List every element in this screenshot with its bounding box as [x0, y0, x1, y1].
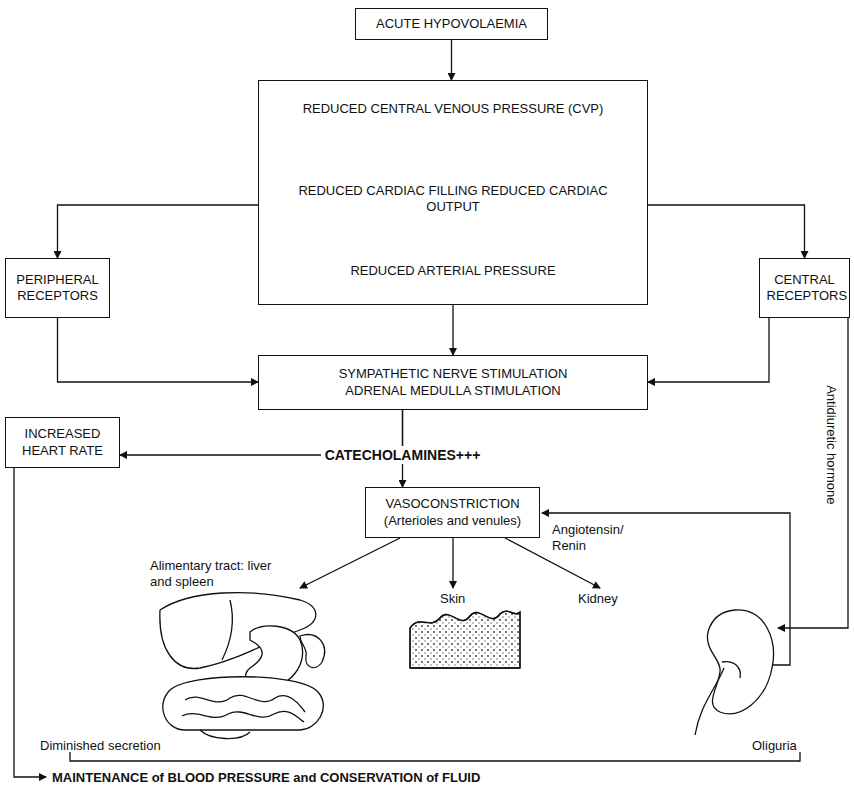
organ-label: Kidney [578, 591, 618, 607]
connector-arrow [452, 305, 453, 355]
node-heading: CENTRAL RECEPTORS [767, 272, 843, 305]
node-heading: ACUTE HYPOVOLAEMIA [376, 16, 527, 32]
receptor-box: PERIPHERAL RECEPTORS [5, 258, 110, 318]
connector-arrow [58, 205, 259, 258]
node-heading: VASOCONSTRICTION [385, 496, 519, 512]
node-text: (Arterioles and venules) [384, 513, 521, 529]
process-box: REDUCED CENTRAL VENOUS PRESSURE (CVP) RED… [258, 80, 648, 305]
receptor-box: CENTRAL RECEPTORS [759, 258, 850, 318]
start-box: ACUTE HYPOVOLAEMIA [355, 8, 548, 40]
node-heading: SYMPATHETIC NERVE STIMULATION ADRENAL ME… [323, 366, 583, 399]
effect-box: INCREASED HEART RATE [5, 417, 120, 468]
connector-arrow [451, 40, 452, 80]
effect-label: Diminished secretion [40, 738, 161, 754]
organ-label: Skin [440, 591, 465, 607]
hormone-label: Angiotensin/ Renin [552, 522, 634, 553]
edge-label: CATECHOLAMINES+++ [321, 446, 485, 465]
conclusion-label: MAINTENANCE of BLOOD PRESSURE and CONSER… [52, 770, 480, 786]
organ-label: Alimentary tract: liver and spleen [150, 558, 275, 589]
process-box: SYMPATHETIC NERVE STIMULATION ADRENAL ME… [258, 355, 648, 410]
process-box: VASOCONSTRICTION(Arterioles and venules) [365, 487, 540, 538]
node-heading: INCREASED HEART RATE [13, 426, 113, 459]
node-text: REDUCED CARDIAC FILLING REDUCED CARDIAC … [283, 183, 623, 216]
node-heading: REDUCED CENTRAL VENOUS PRESSURE (CVP) [283, 101, 623, 117]
connector-arrow [648, 318, 769, 382]
connector-arrow [648, 205, 805, 258]
hormone-label: Antidiuretic hormone [824, 385, 840, 504]
connector-arrow [58, 318, 259, 382]
node-heading: PERIPHERAL RECEPTORS [10, 272, 105, 305]
effect-label: Oliguria [752, 738, 797, 754]
node-text: REDUCED ARTERIAL PRESSURE [283, 263, 623, 279]
